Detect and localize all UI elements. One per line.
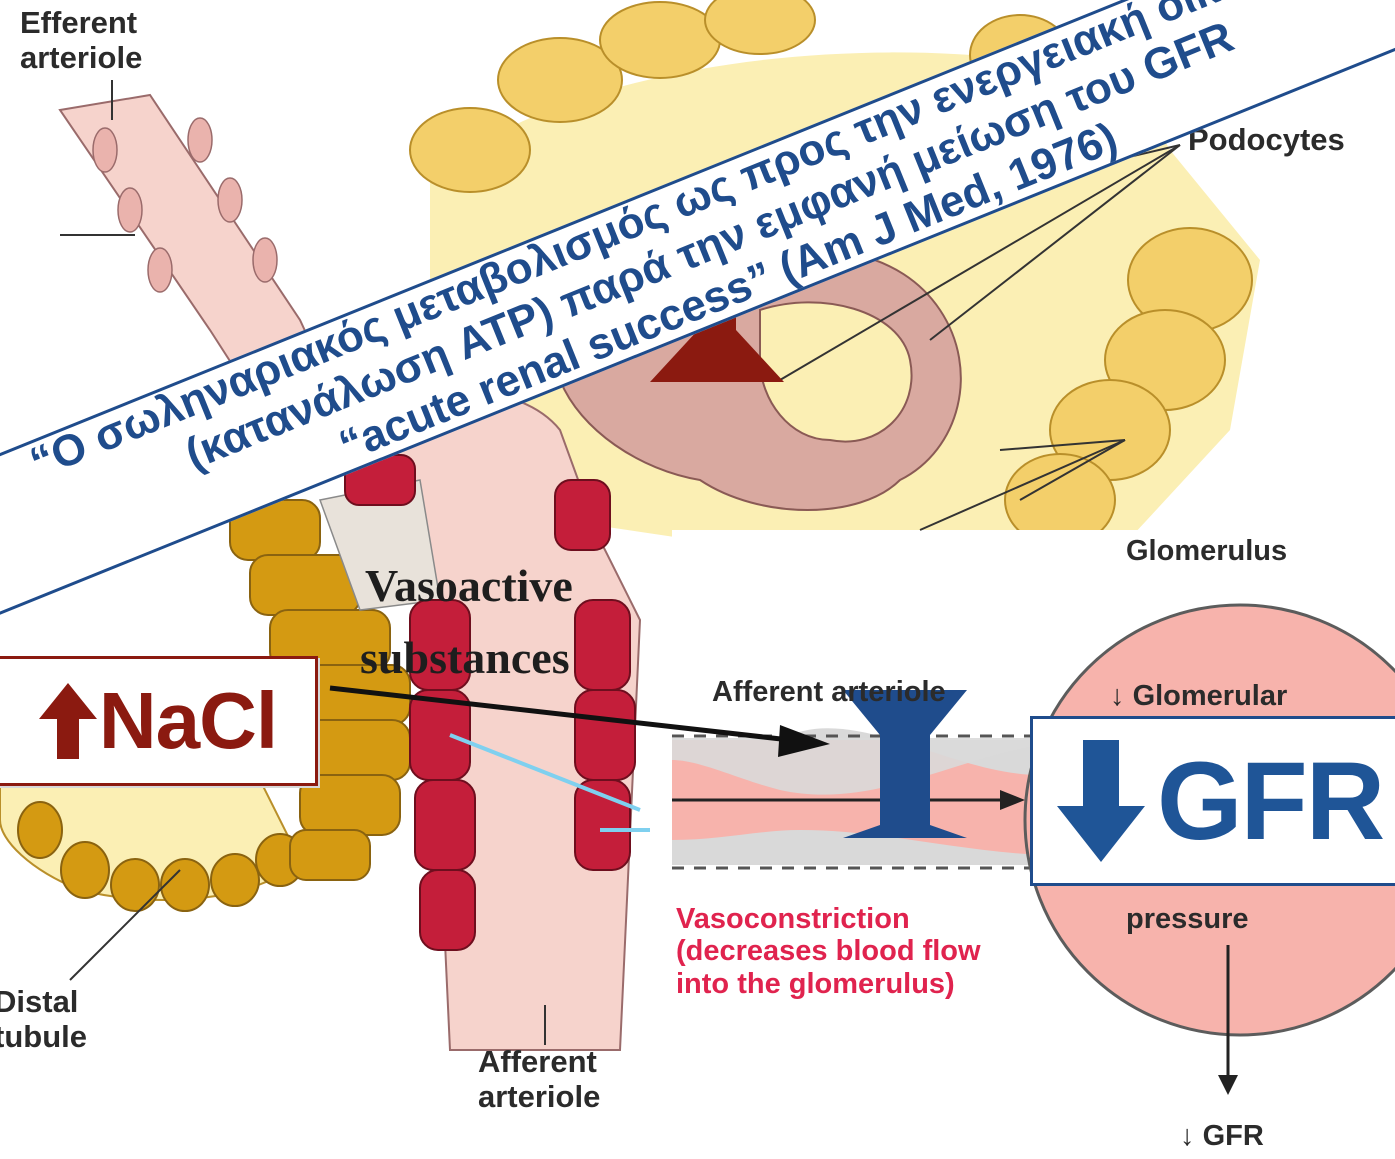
nacl-text: NaCl (99, 675, 277, 767)
nacl-callout: NaCl (0, 656, 318, 786)
up-arrow-icon (37, 681, 99, 761)
glomerular-text: Glomerular (1133, 680, 1288, 712)
gfr-callout: GFR (1030, 716, 1395, 886)
gfr-small-label: ↓ GFR (1180, 1120, 1264, 1152)
vasoconstriction-label: Vasoconstriction (decreases blood flow i… (676, 903, 981, 1000)
pressure-label: pressure (1126, 903, 1249, 935)
gfr-text: GFR (1157, 738, 1383, 865)
gfr-small-text: GFR (1203, 1120, 1264, 1152)
glomerular-label: ↓ Glomerular (1110, 680, 1287, 712)
down-arrow-icon (1053, 736, 1149, 866)
afferent-arteriole-top-label: Afferent arteriole (712, 676, 946, 708)
podocytes-label: Podocytes (1188, 123, 1345, 158)
efferent-arteriole-label: Efferent arteriole (20, 6, 142, 75)
glomerulus-label: Glomerulus (1126, 535, 1287, 567)
distal-tubule-label: Distal tubule (0, 985, 87, 1054)
afferent-arteriole-bottom-label: Afferent arteriole (478, 1045, 600, 1114)
substances-label: substances (360, 635, 570, 681)
vasoactive-label: Vasoactive (365, 563, 573, 609)
